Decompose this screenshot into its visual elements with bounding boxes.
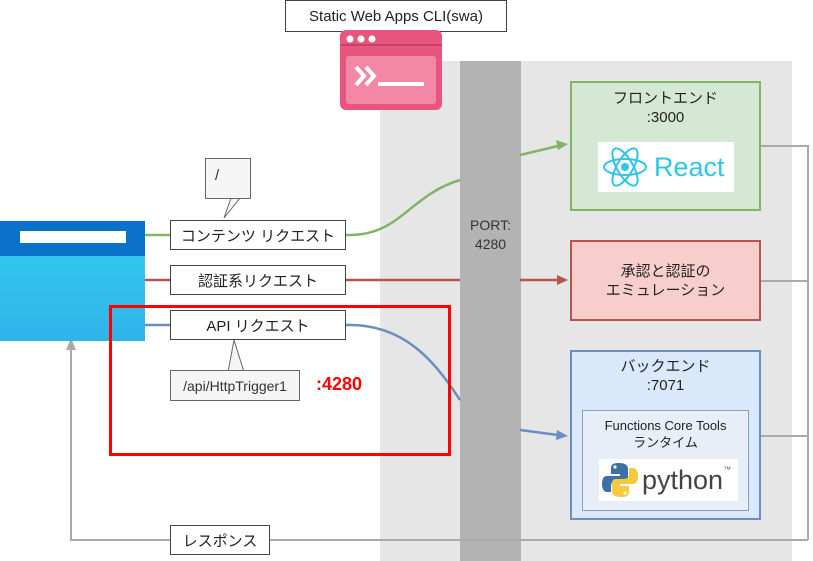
python-logo: python ™ — [599, 459, 738, 501]
port-label: PORT: 4280 — [470, 217, 511, 252]
runtime-line2: ランタイム — [633, 435, 698, 450]
port-column — [460, 61, 521, 561]
python-icon — [602, 463, 638, 497]
response-arrowhead — [66, 338, 76, 350]
backend-title: バックエンド — [620, 358, 711, 375]
python-logo-text: python — [642, 464, 724, 495]
root-path-callout: / — [205, 158, 251, 199]
auth-arrowhead — [557, 275, 568, 285]
api-highlight-frame — [109, 305, 451, 456]
auth-emulation-line1: 承認と認証の — [620, 262, 711, 280]
frontend-box: フロントエンド :3000 React — [570, 81, 761, 211]
frontend-port: :3000 — [646, 109, 685, 126]
api-path-callout: /api/HttpTrigger1 — [170, 370, 300, 401]
root-callout-pointer — [223, 197, 242, 219]
react-logo-text: React — [654, 151, 725, 182]
browser-icon — [0, 221, 145, 341]
api-request-line — [145, 323, 462, 401]
response-label: レスポンス — [170, 525, 270, 555]
auth-request-label: 認証系リクエスト — [170, 265, 346, 295]
api-to-backend-line — [519, 428, 559, 437]
frontend-title: フロントエンド — [612, 90, 718, 107]
runtime-line1: Functions Core Tools — [604, 418, 727, 433]
frontend-arrowhead — [556, 140, 568, 150]
response-line — [70, 348, 808, 541]
python-trademark: ™ — [723, 465, 732, 474]
backend-box: バックエンド :7071 Functions Core Tools ランタイム … — [570, 350, 761, 520]
terminal-icon — [340, 30, 442, 110]
react-logo: React — [598, 142, 734, 192]
api-request-label: API リクエスト — [170, 310, 346, 340]
backend-port: :7071 — [646, 377, 685, 394]
content-request-label: コンテンツ リクエスト — [170, 220, 346, 250]
api-port-highlight: :4280 — [316, 374, 363, 394]
content-request-line — [145, 178, 461, 237]
frontend-return-line — [760, 145, 809, 540]
auth-emulation-box: 承認と認証の エミュレーション — [570, 240, 761, 321]
cli-title: Static Web Apps CLI(swa) — [285, 0, 507, 32]
functions-runtime-box: Functions Core Tools ランタイム python ™ — [582, 410, 749, 511]
auth-emulation-line2: エミュレーション — [605, 281, 726, 299]
backend-arrowhead — [556, 430, 568, 440]
content-to-frontend-line — [519, 144, 559, 157]
react-icon — [603, 147, 647, 187]
